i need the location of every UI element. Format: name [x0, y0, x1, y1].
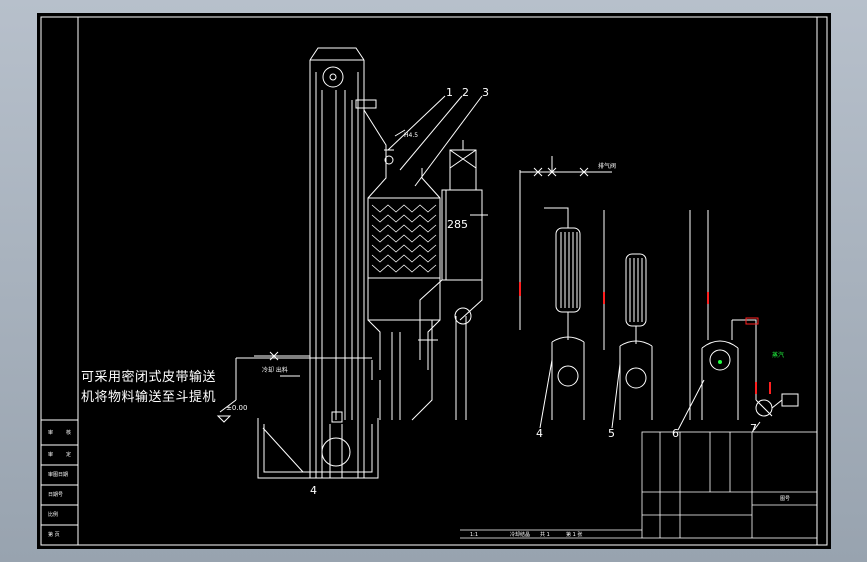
- boot-pulley: [321, 437, 351, 467]
- svg-text:审: 审: [48, 451, 53, 458]
- svg-text:审: 审: [48, 429, 53, 436]
- signal-markers: [519, 282, 771, 394]
- crystallizer-vessel: [367, 149, 441, 420]
- head-pulley: [322, 66, 344, 88]
- side-hopper: [411, 140, 483, 421]
- svg-text:比例: 比例: [48, 511, 58, 518]
- note-line-1: 可采用密闭式皮带输送: [81, 370, 217, 385]
- steam-header: [520, 156, 612, 177]
- svg-text:共 1: 共 1: [540, 531, 550, 538]
- label-1: 1: [446, 86, 453, 99]
- svg-text:日期号: 日期号: [48, 492, 63, 498]
- valve-label: 排气阀: [598, 162, 616, 170]
- pump-7: [753, 393, 799, 431]
- label-6: 6: [672, 427, 679, 440]
- outer-frame: [40, 16, 828, 546]
- tank-6: [677, 210, 757, 431]
- discharge-label: 冷却 出料: [262, 366, 288, 374]
- label-4: 4: [536, 427, 543, 440]
- svg-text:1:1: 1:1: [470, 532, 478, 538]
- svg-text:定: 定: [66, 451, 71, 458]
- label-2: 2: [462, 86, 469, 99]
- dimension-285: 285: [447, 218, 468, 231]
- svg-text:第 1 张: 第 1 张: [566, 531, 582, 538]
- elevator-pit: [235, 357, 379, 479]
- svg-text:图号: 图号: [780, 496, 790, 502]
- label-5: 5: [608, 427, 615, 440]
- svg-text:核: 核: [66, 429, 71, 436]
- heat-exchanger-5: [603, 210, 653, 429]
- label-4-pit: 4: [310, 484, 317, 497]
- cooling-coils: [371, 204, 437, 273]
- svg-text:第 页: 第 页: [48, 531, 60, 538]
- height-label: H4.5: [404, 132, 418, 139]
- heat-exchanger-4: [519, 170, 585, 429]
- elevation-label: ±0.00: [226, 404, 247, 412]
- title-block: [460, 431, 818, 539]
- steam-label: 蒸汽: [772, 351, 784, 359]
- note-line-2: 机将物料输送至斗提机: [81, 390, 217, 405]
- bucket-elevator: [309, 47, 387, 478]
- title-block-left-labels: 审 核 审 定 审图日期 日期号 比例 第 页: [48, 429, 71, 538]
- svg-text:冷却结晶: 冷却结晶: [510, 531, 530, 538]
- label-7: 7: [750, 422, 757, 435]
- svg-text:审图日期: 审图日期: [48, 471, 68, 478]
- leader-number-labels: 1 2 3 4 4 5 6 7: [310, 86, 757, 497]
- leaders-top: [387, 95, 488, 216]
- drawing-sheet: [37, 13, 831, 549]
- discharge-line: [216, 351, 310, 423]
- label-3: 3: [482, 86, 489, 99]
- footer-labels: 1:1 冷却结晶 共 1 第 1 张 图号: [470, 496, 790, 538]
